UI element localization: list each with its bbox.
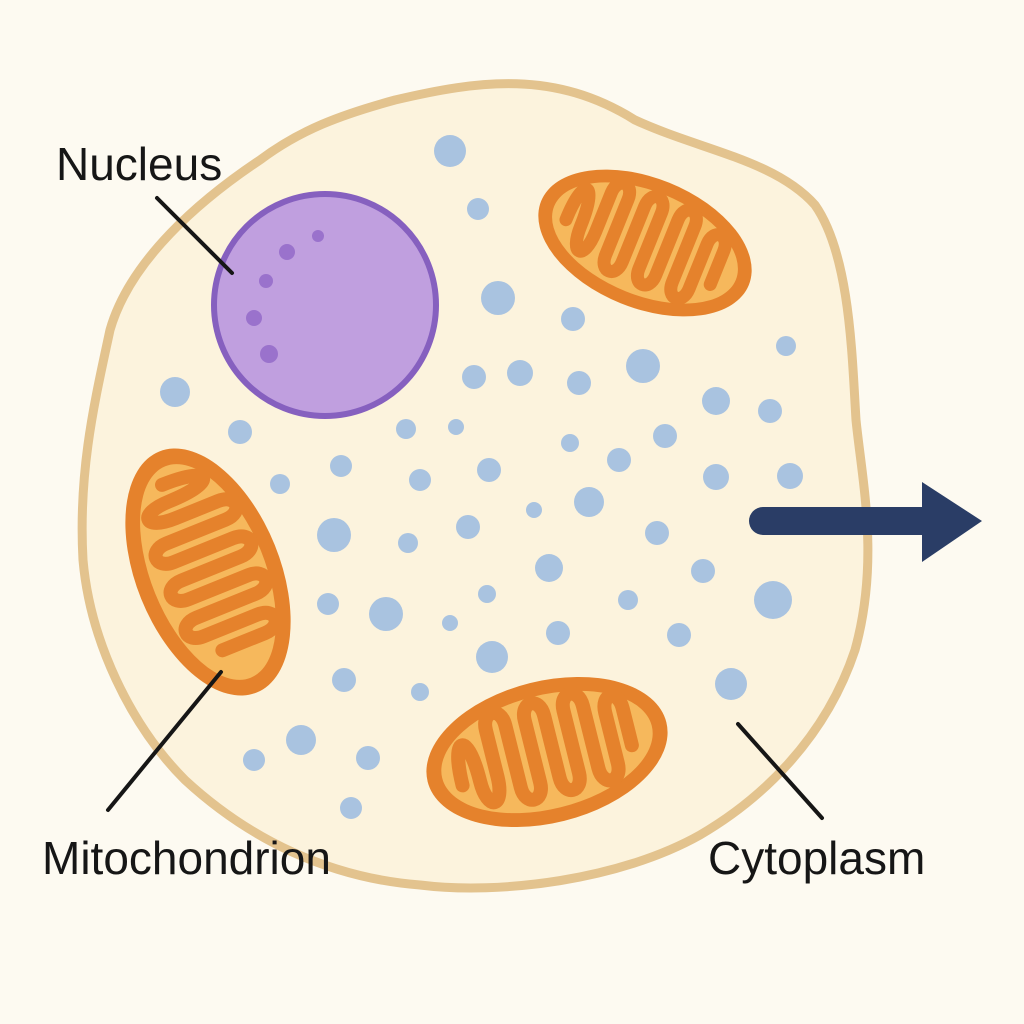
cytoplasm-granule [330,455,352,477]
cytoplasm-granule [476,641,508,673]
cytoplasm-granule [574,487,604,517]
cytoplasm-granule [567,371,591,395]
cytoplasm-granule [411,683,429,701]
cytoplasm-granule [703,464,729,490]
cytoplasm-granule [434,135,466,167]
cytoplasm-granule [317,518,351,552]
cytoplasm-granule [160,377,190,407]
nucleus-leader-line [155,196,234,275]
cytoplasm-granule [645,521,669,545]
cytoplasm-granule [702,387,730,415]
cytoplasm-granules [160,135,803,819]
cytoplasm-leader-line [736,722,824,820]
cytoplasm-granule [507,360,533,386]
cytoplasm-granule [456,515,480,539]
cytoplasm-granule [754,581,792,619]
nucleus-body [211,191,439,419]
cytoplasm-granule [409,469,431,491]
mitochondrion-left [125,448,291,696]
cytoplasm-granule [481,281,515,315]
mitochondrion-bottom [426,676,668,828]
cytoplasm-granule [448,419,464,435]
cytoplasm-granule [442,615,458,631]
cytoplasm-granule [607,448,631,472]
cytoplasm-granule [317,593,339,615]
cytoplasm-granule [356,746,380,770]
cytoplasm-granule [667,623,691,647]
right-arrow-icon [749,482,982,562]
nucleus [211,191,439,419]
cytoplasm-granule [396,419,416,439]
nucleus-dot [259,274,273,288]
cytoplasm-granule [758,399,782,423]
cytoplasm-granule [776,336,796,356]
cytoplasm-granule [561,307,585,331]
cytoplasm-granule [691,559,715,583]
cytoplasm-granule [270,474,290,494]
nucleus-dot [279,244,295,260]
cytoplasm-granule [715,668,747,700]
cytoplasm-granule [340,797,362,819]
mitochondrion-label: Mitochondrion [42,832,331,884]
cytoplasm-granule [398,533,418,553]
cytoplasm-granule [228,420,252,444]
cytoplasm-granule [561,434,579,452]
nucleus-dot [260,345,278,363]
nucleolus-dots [246,230,324,363]
cytoplasm-granule [546,621,570,645]
cytoplasm-granule [332,668,356,692]
nucleus-dot [312,230,324,242]
cytoplasm-granule [653,424,677,448]
cytoplasm-granule [478,585,496,603]
mitochondrion-top-right [538,169,752,317]
cytoplasm-granule [526,502,542,518]
cytoplasm-granule [626,349,660,383]
cytoplasm-granule [369,597,403,631]
cytoplasm-granule [243,749,265,771]
cytoplasm-granule [777,463,803,489]
cytoplasm-granule [477,458,501,482]
nucleus-label: Nucleus [56,138,222,190]
cytoplasm-granule [618,590,638,610]
nucleus-dot [246,310,262,326]
cytoplasm-label: Cytoplasm [708,832,925,884]
cytoplasm-granule [462,365,486,389]
cytoplasm-granule [467,198,489,220]
mitochondrion-leader-line [106,670,223,812]
cytoplasm-granule [535,554,563,582]
cytoplasm-granule [286,725,316,755]
